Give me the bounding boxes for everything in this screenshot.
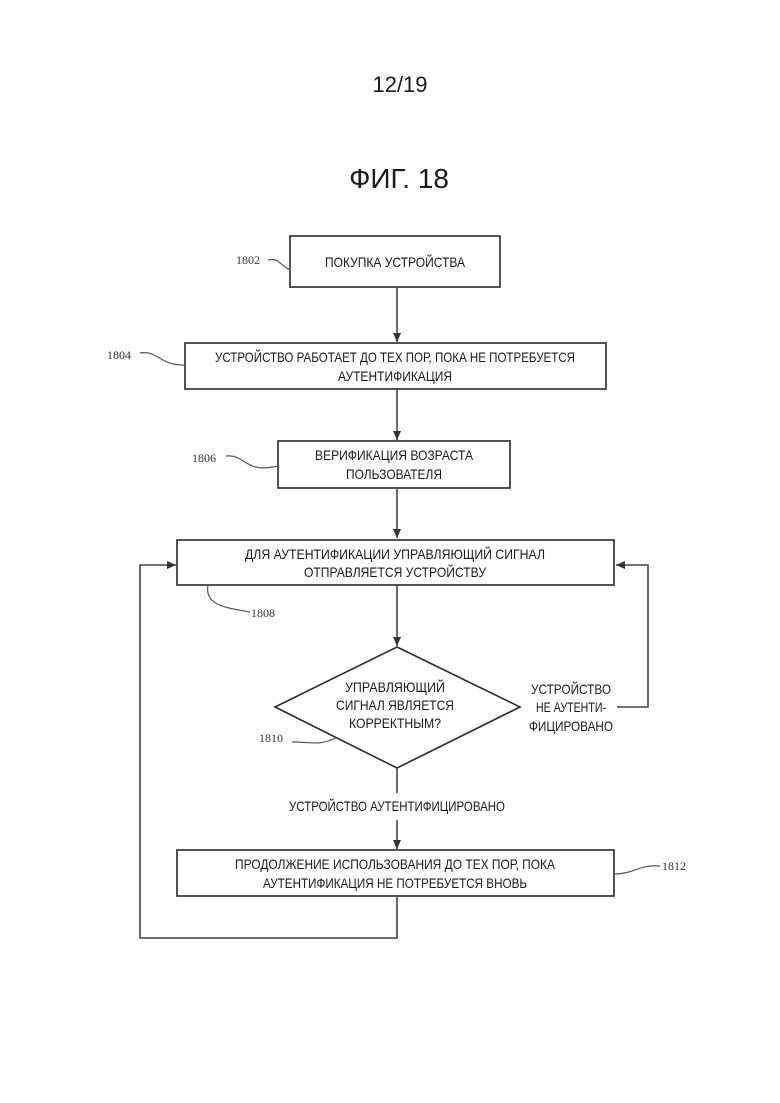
ref-1802: 1802 (236, 253, 260, 267)
decision-1810-label-line1: УПРАВЛЯЮЩИЙ (345, 678, 445, 695)
step-1804: УСТРОЙСТВО РАБОТАЕТ ДО ТЕХ ПОР, ПОКА НЕ … (185, 343, 606, 389)
ref-1804: 1804 (107, 348, 131, 362)
branch-no-label-line2: НЕ АУТЕНТИ- (536, 699, 606, 715)
ref-1804-leader (140, 353, 185, 365)
branch-no-label-line1: УСТРОЙСТВО (531, 680, 611, 697)
ref-1810: 1810 (259, 731, 283, 745)
ref-1808: 1808 (251, 606, 275, 620)
step-1806: ВЕРИФИКАЦИЯ ВОЗРАСТА ПОЛЬЗОВАТЕЛЯ (278, 441, 510, 488)
ref-1806-leader (226, 456, 278, 468)
step-1808-label-line2: ОТПРАВЛЯЕТСЯ УСТРОЙСТВУ (304, 563, 486, 580)
step-1812-label-line1: ПРОДОЛЖЕНИЕ ИСПОЛЬЗОВАНИЯ ДО ТЕХ ПОР, ПО… (235, 856, 556, 872)
step-1808: ДЛЯ АУТЕНТИФИКАЦИИ УПРАВЛЯЮЩИЙ СИГНАЛ ОТ… (177, 540, 614, 585)
ref-1812-leader (614, 866, 660, 874)
page-number: 12/19 (372, 72, 427, 97)
step-1812: ПРОДОЛЖЕНИЕ ИСПОЛЬЗОВАНИЯ ДО ТЕХ ПОР, ПО… (177, 850, 614, 896)
step-1804-label-line1: УСТРОЙСТВО РАБОТАЕТ ДО ТЕХ ПОР, ПОКА НЕ … (215, 348, 575, 365)
step-1806-label-line1: ВЕРИФИКАЦИЯ ВОЗРАСТА (315, 447, 474, 463)
decision-1810: УПРАВЛЯЮЩИЙ СИГНАЛ ЯВЛЯЕТСЯ КОРРЕКТНЫМ? (275, 647, 520, 768)
step-1806-label-line2: ПОЛЬЗОВАТЕЛЯ (346, 466, 442, 482)
figure-title: ФИГ. 18 (349, 163, 449, 194)
branch-no-label-line3: ФИЦИРОВАНО (529, 718, 613, 734)
step-1808-label-line1: ДЛЯ АУТЕНТИФИКАЦИИ УПРАВЛЯЮЩИЙ СИГНАЛ (245, 545, 545, 562)
ref-1802-leader (268, 260, 290, 270)
step-1804-label-line2: АУТЕНТИФИКАЦИЯ (338, 368, 452, 384)
ref-1806: 1806 (192, 451, 216, 465)
decision-1810-label-line3: КОРРЕКТНЫМ? (349, 715, 441, 731)
branch-yes-label: УСТРОЙСТВО АУТЕНТИФИЦИРОВАНО (289, 797, 505, 814)
step-1802-label: ПОКУПКА УСТРОЙСТВА (325, 253, 466, 270)
ref-1808-leader (208, 585, 250, 612)
step-1812-label-line2: АУТЕНТИФИКАЦИЯ НЕ ПОТРЕБУЕТСЯ ВНОВЬ (263, 875, 527, 891)
decision-1810-label-line2: СИГНАЛ ЯВЛЯЕТСЯ (336, 697, 454, 713)
arrow-no-loop-to-1808 (616, 565, 648, 707)
ref-1810-leader (292, 738, 336, 743)
ref-1812: 1812 (662, 859, 686, 873)
step-1802: ПОКУПКА УСТРОЙСТВА (290, 236, 500, 287)
